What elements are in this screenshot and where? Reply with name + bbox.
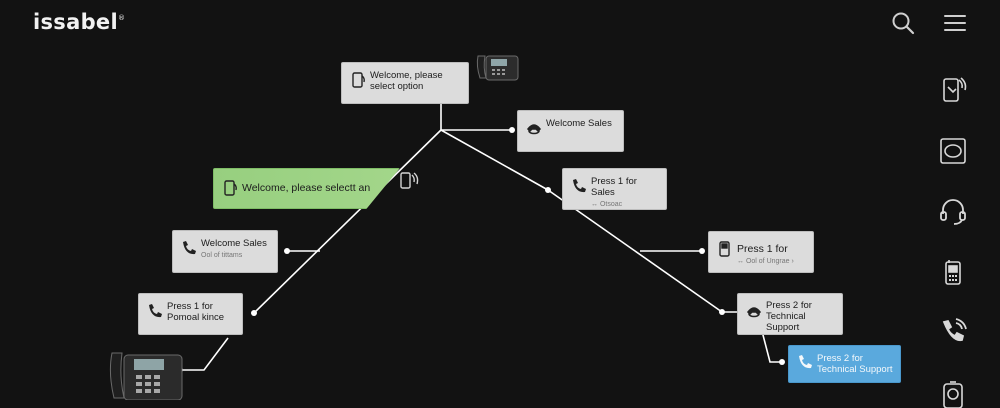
monitor-icon[interactable] bbox=[938, 136, 968, 166]
mobile-phone-icon bbox=[349, 71, 367, 89]
desk-phone-icon bbox=[106, 347, 184, 400]
press1-sales-node[interactable]: Press 1 for Sales↔ Otsoac bbox=[562, 168, 667, 210]
mobile-phone-icon[interactable] bbox=[938, 257, 968, 287]
welcome-select-node[interactable]: Welcome, please selectt an bbox=[213, 168, 400, 209]
welcome-sales-node[interactable]: Welcome Sales bbox=[517, 110, 624, 152]
root-menu-node[interactable]: Welcome, please select option bbox=[341, 62, 469, 104]
issabel-logo: issabel® bbox=[33, 10, 126, 34]
mobile-phone-icon bbox=[221, 179, 239, 197]
phone-handset-icon bbox=[180, 239, 198, 257]
press2-technical-node[interactable]: Press 2 for Technical Support bbox=[737, 293, 843, 335]
search-icon[interactable] bbox=[890, 10, 916, 36]
desk-phone-icon bbox=[474, 50, 520, 84]
phone-call-icon[interactable] bbox=[938, 317, 968, 347]
press1-for-node[interactable]: Press 1 for↔ Ool of Ungrae › bbox=[708, 231, 814, 273]
press2-technical-selected-node[interactable]: Press 2 for Technical Support bbox=[788, 345, 901, 383]
mobile-signal-icon bbox=[398, 171, 420, 191]
press1-pomoal-node[interactable]: Press 1 for Pomoal kince bbox=[138, 293, 243, 335]
phone-handset-icon bbox=[570, 177, 588, 195]
phone-handset-icon bbox=[525, 119, 543, 137]
hamburger-menu-icon[interactable] bbox=[942, 10, 968, 36]
phone-handset-icon bbox=[146, 302, 164, 320]
phone-handset-icon bbox=[796, 353, 814, 371]
phone-tablet-icon[interactable] bbox=[938, 75, 968, 105]
headset-icon[interactable] bbox=[938, 196, 968, 226]
phone-handset-icon bbox=[745, 302, 763, 320]
device-icon[interactable] bbox=[938, 378, 968, 408]
mobile-phone-icon bbox=[716, 240, 734, 258]
